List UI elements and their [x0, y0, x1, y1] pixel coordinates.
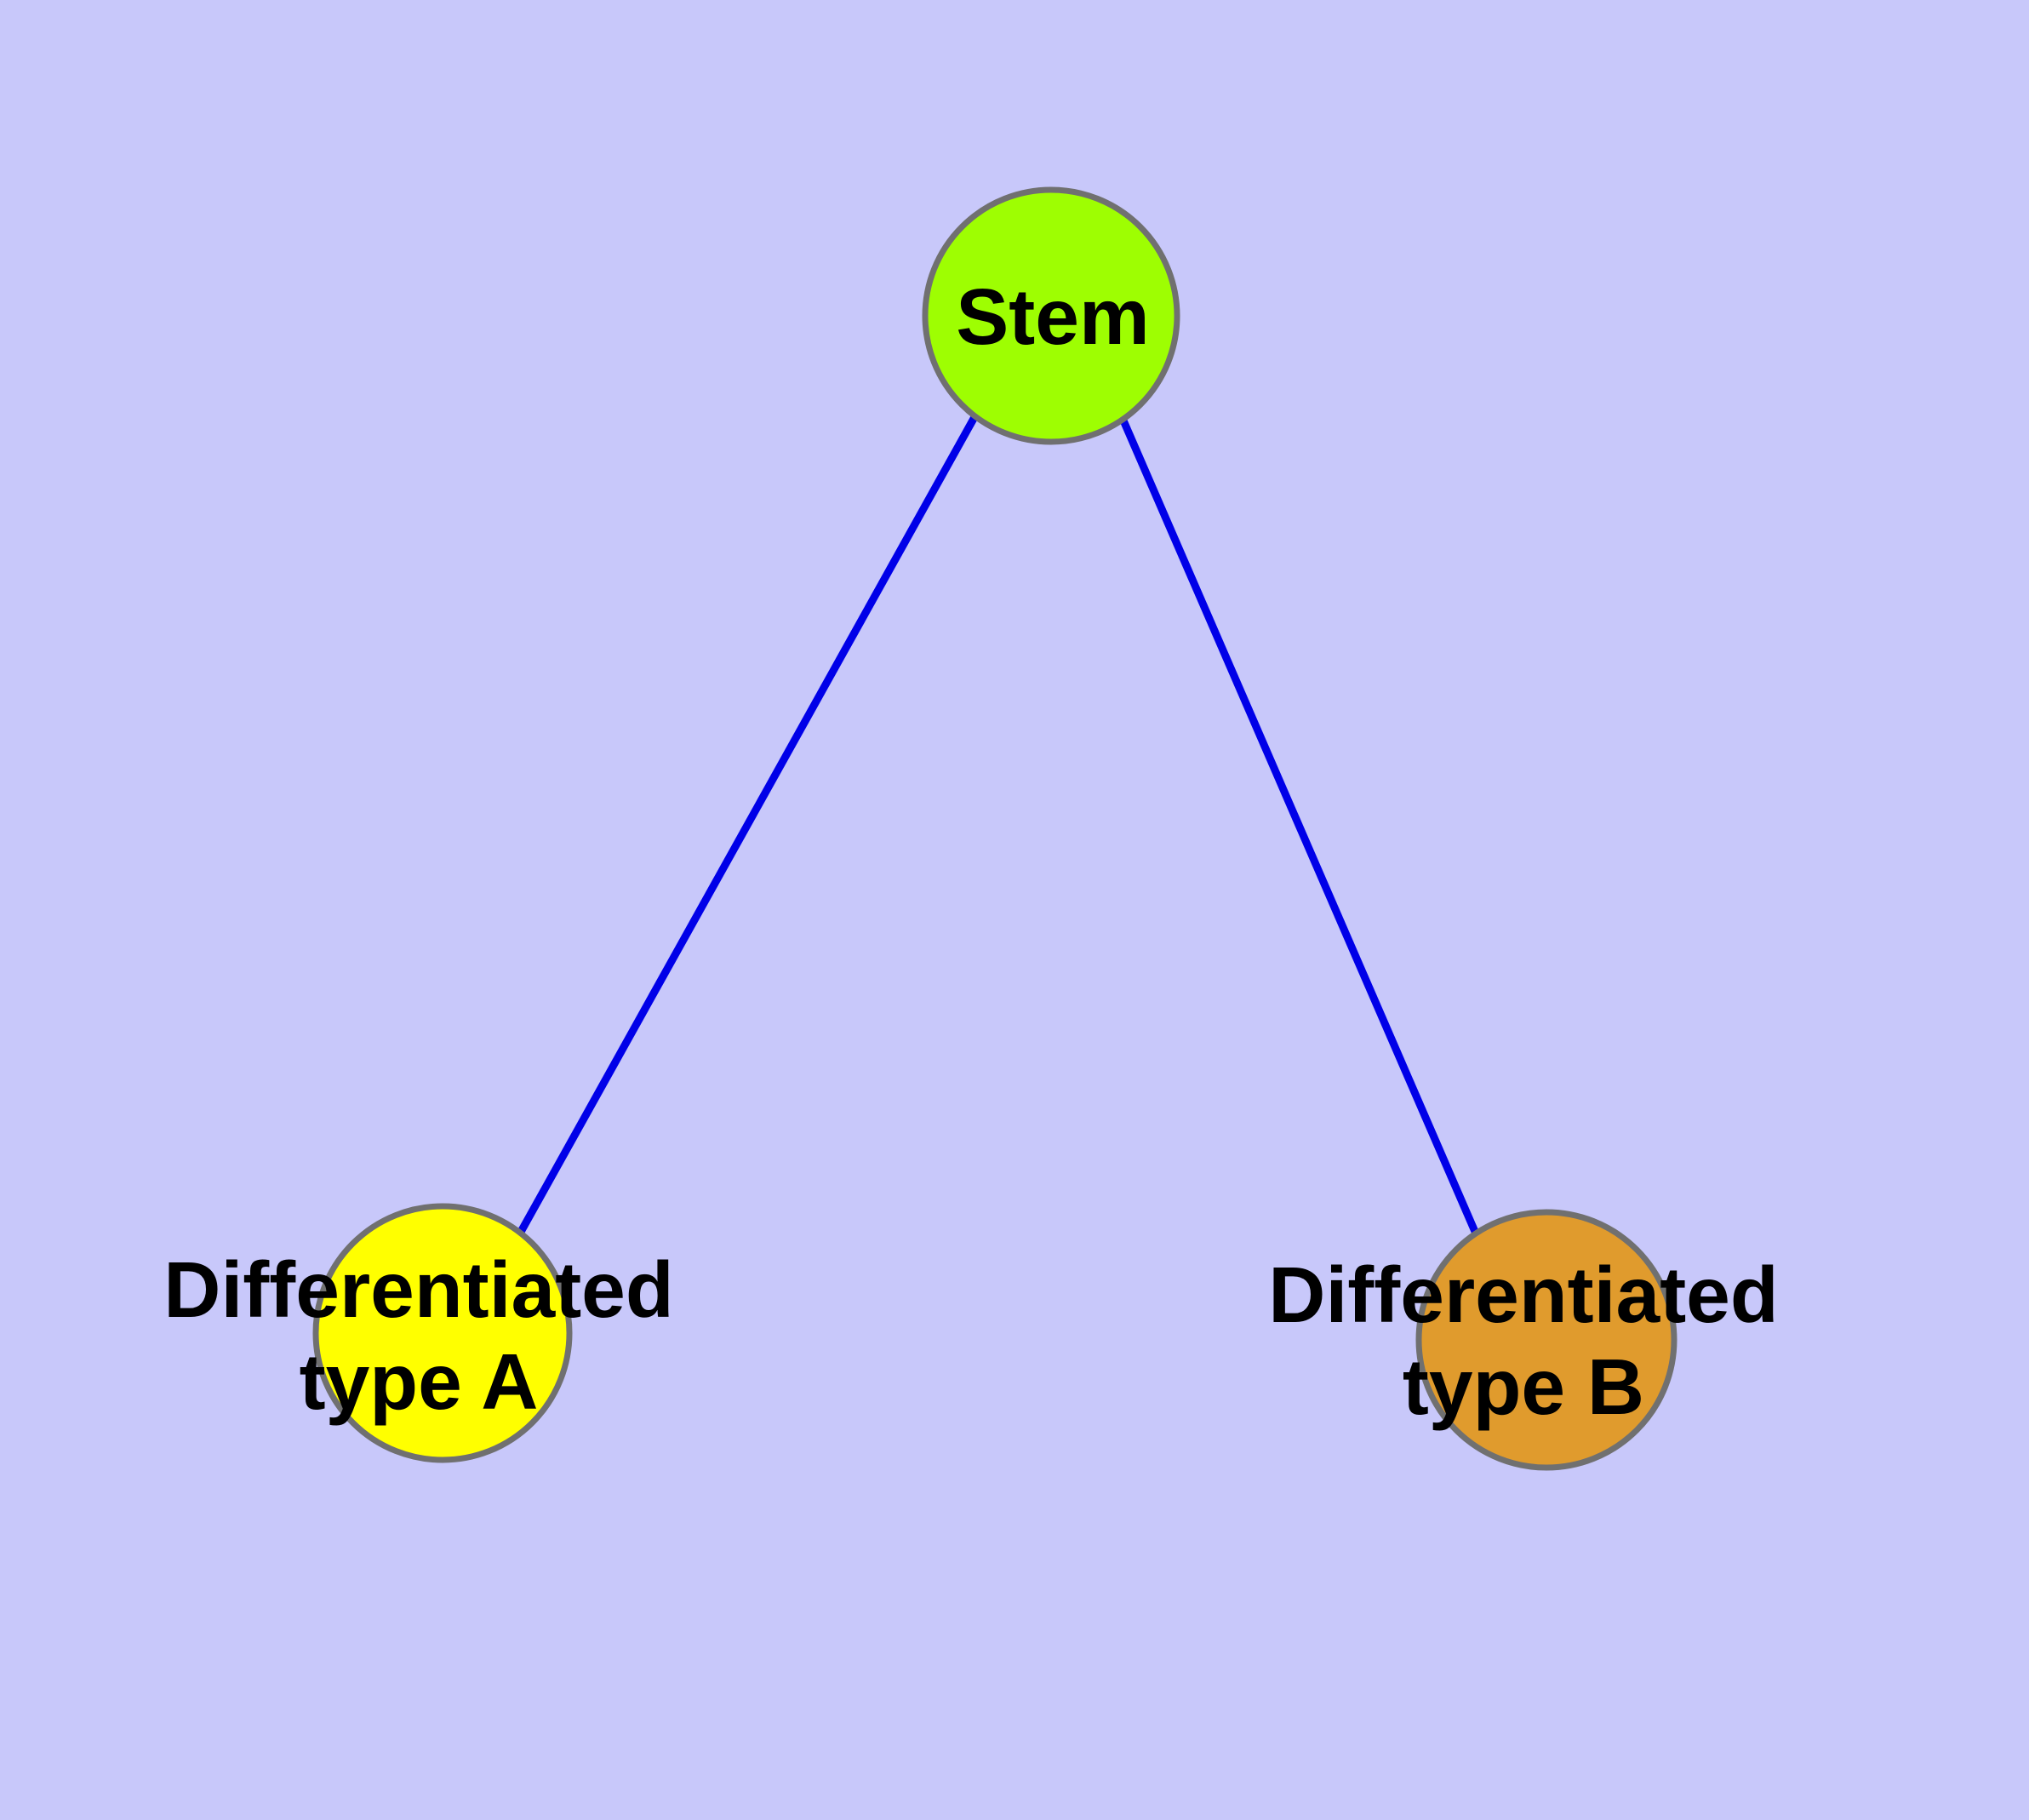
graph-node-differentiated-type-b[interactable]: [1415, 1209, 1677, 1471]
nodes-layer: [312, 186, 1677, 1471]
label-line: Differentiated: [1268, 1251, 1778, 1339]
graph-node-label-stem: Stem: [956, 272, 1149, 361]
graph-edge-stem-to-type-b: [1119, 419, 1480, 1235]
label-line: Differentiated: [163, 1245, 673, 1334]
label-line: type B: [1403, 1342, 1644, 1431]
graph-node-differentiated-type-a[interactable]: [312, 1203, 573, 1463]
label-line: Stem: [956, 272, 1149, 361]
label-line: type A: [300, 1337, 539, 1426]
graph-edge-stem-to-type-a: [517, 415, 978, 1234]
edges-layer: [517, 415, 1480, 1235]
graph-node-stem[interactable]: [922, 186, 1180, 445]
